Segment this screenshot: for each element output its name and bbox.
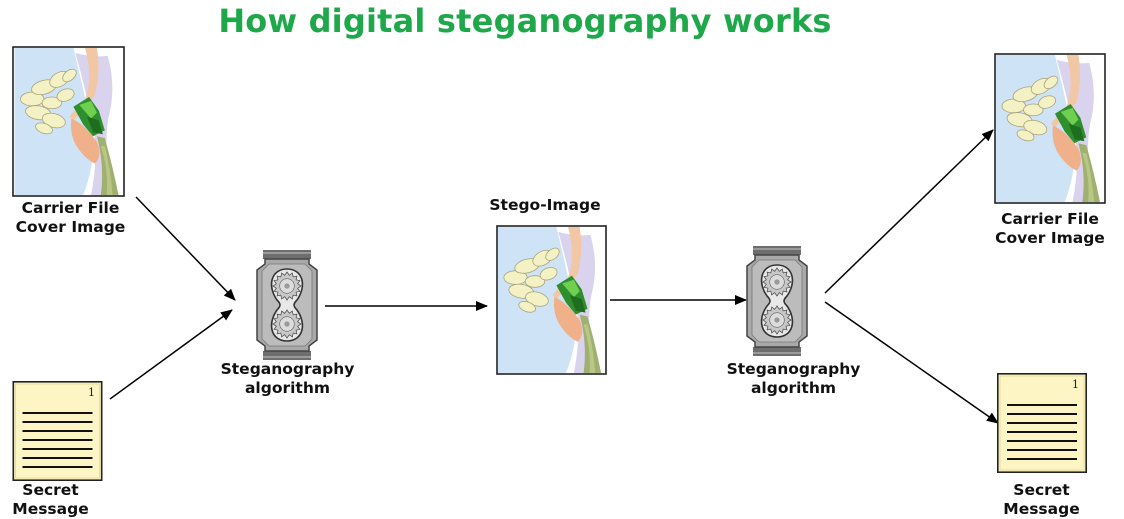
arrow-secret-to-algorithm-1	[109, 309, 233, 400]
secret-message-output-label-line-2: Message	[1003, 500, 1080, 518]
secret-message-input-label: Secret Message	[3, 481, 98, 519]
arrow-algorithm-2-to-secret	[824, 301, 999, 424]
secret-message-input-document: 1	[12, 381, 103, 481]
arrow-algorithm-2-to-carrier	[824, 129, 994, 294]
secret-message-output-document: 1	[997, 373, 1087, 473]
carrier-file-input-label-line-1: Carrier File	[21, 199, 120, 217]
carrier-file-input-label-line-2: Cover Image	[15, 218, 126, 236]
stego-image	[496, 225, 607, 375]
carrier-file-output-label: Carrier File Cover Image	[986, 210, 1114, 248]
steganography-algorithm-1-label-line-1: Steganography	[220, 360, 355, 378]
carrier-file-output-image	[994, 53, 1106, 204]
steganography-algorithm-2-label: Steganography algorithm	[716, 360, 871, 398]
steganography-algorithm-2-icon	[747, 246, 807, 356]
steganography-algorithm-1-icon	[257, 250, 317, 360]
secret-message-input-label-line-1: Secret	[22, 481, 79, 499]
document-page-number: 1	[1072, 378, 1079, 391]
stego-image-label: Stego-Image	[470, 196, 620, 215]
steganography-algorithm-2-label-line-1: Steganography	[726, 360, 861, 378]
carrier-file-output-label-line-2: Cover Image	[995, 229, 1105, 247]
steganography-algorithm-2-label-line-2: algorithm	[750, 379, 837, 397]
carrier-file-output-label-line-1: Carrier File	[1001, 210, 1099, 228]
arrow-carrier-to-algorithm-1	[135, 196, 236, 301]
steganography-algorithm-1-label-line-2: algorithm	[244, 379, 331, 397]
carrier-file-input-label: Carrier File Cover Image	[8, 199, 133, 237]
document-page-number: 1	[88, 386, 95, 399]
diagram-title: How digital steganography works	[218, 2, 832, 40]
secret-message-input-label-line-2: Message	[12, 500, 89, 518]
secret-message-output-label-line-1: Secret	[1013, 481, 1070, 499]
steganography-algorithm-1-label: Steganography algorithm	[210, 360, 365, 398]
stego-image-label-text: Stego-Image	[489, 196, 601, 214]
secret-message-output-label: Secret Message	[994, 481, 1089, 519]
carrier-file-input-image	[12, 46, 125, 197]
